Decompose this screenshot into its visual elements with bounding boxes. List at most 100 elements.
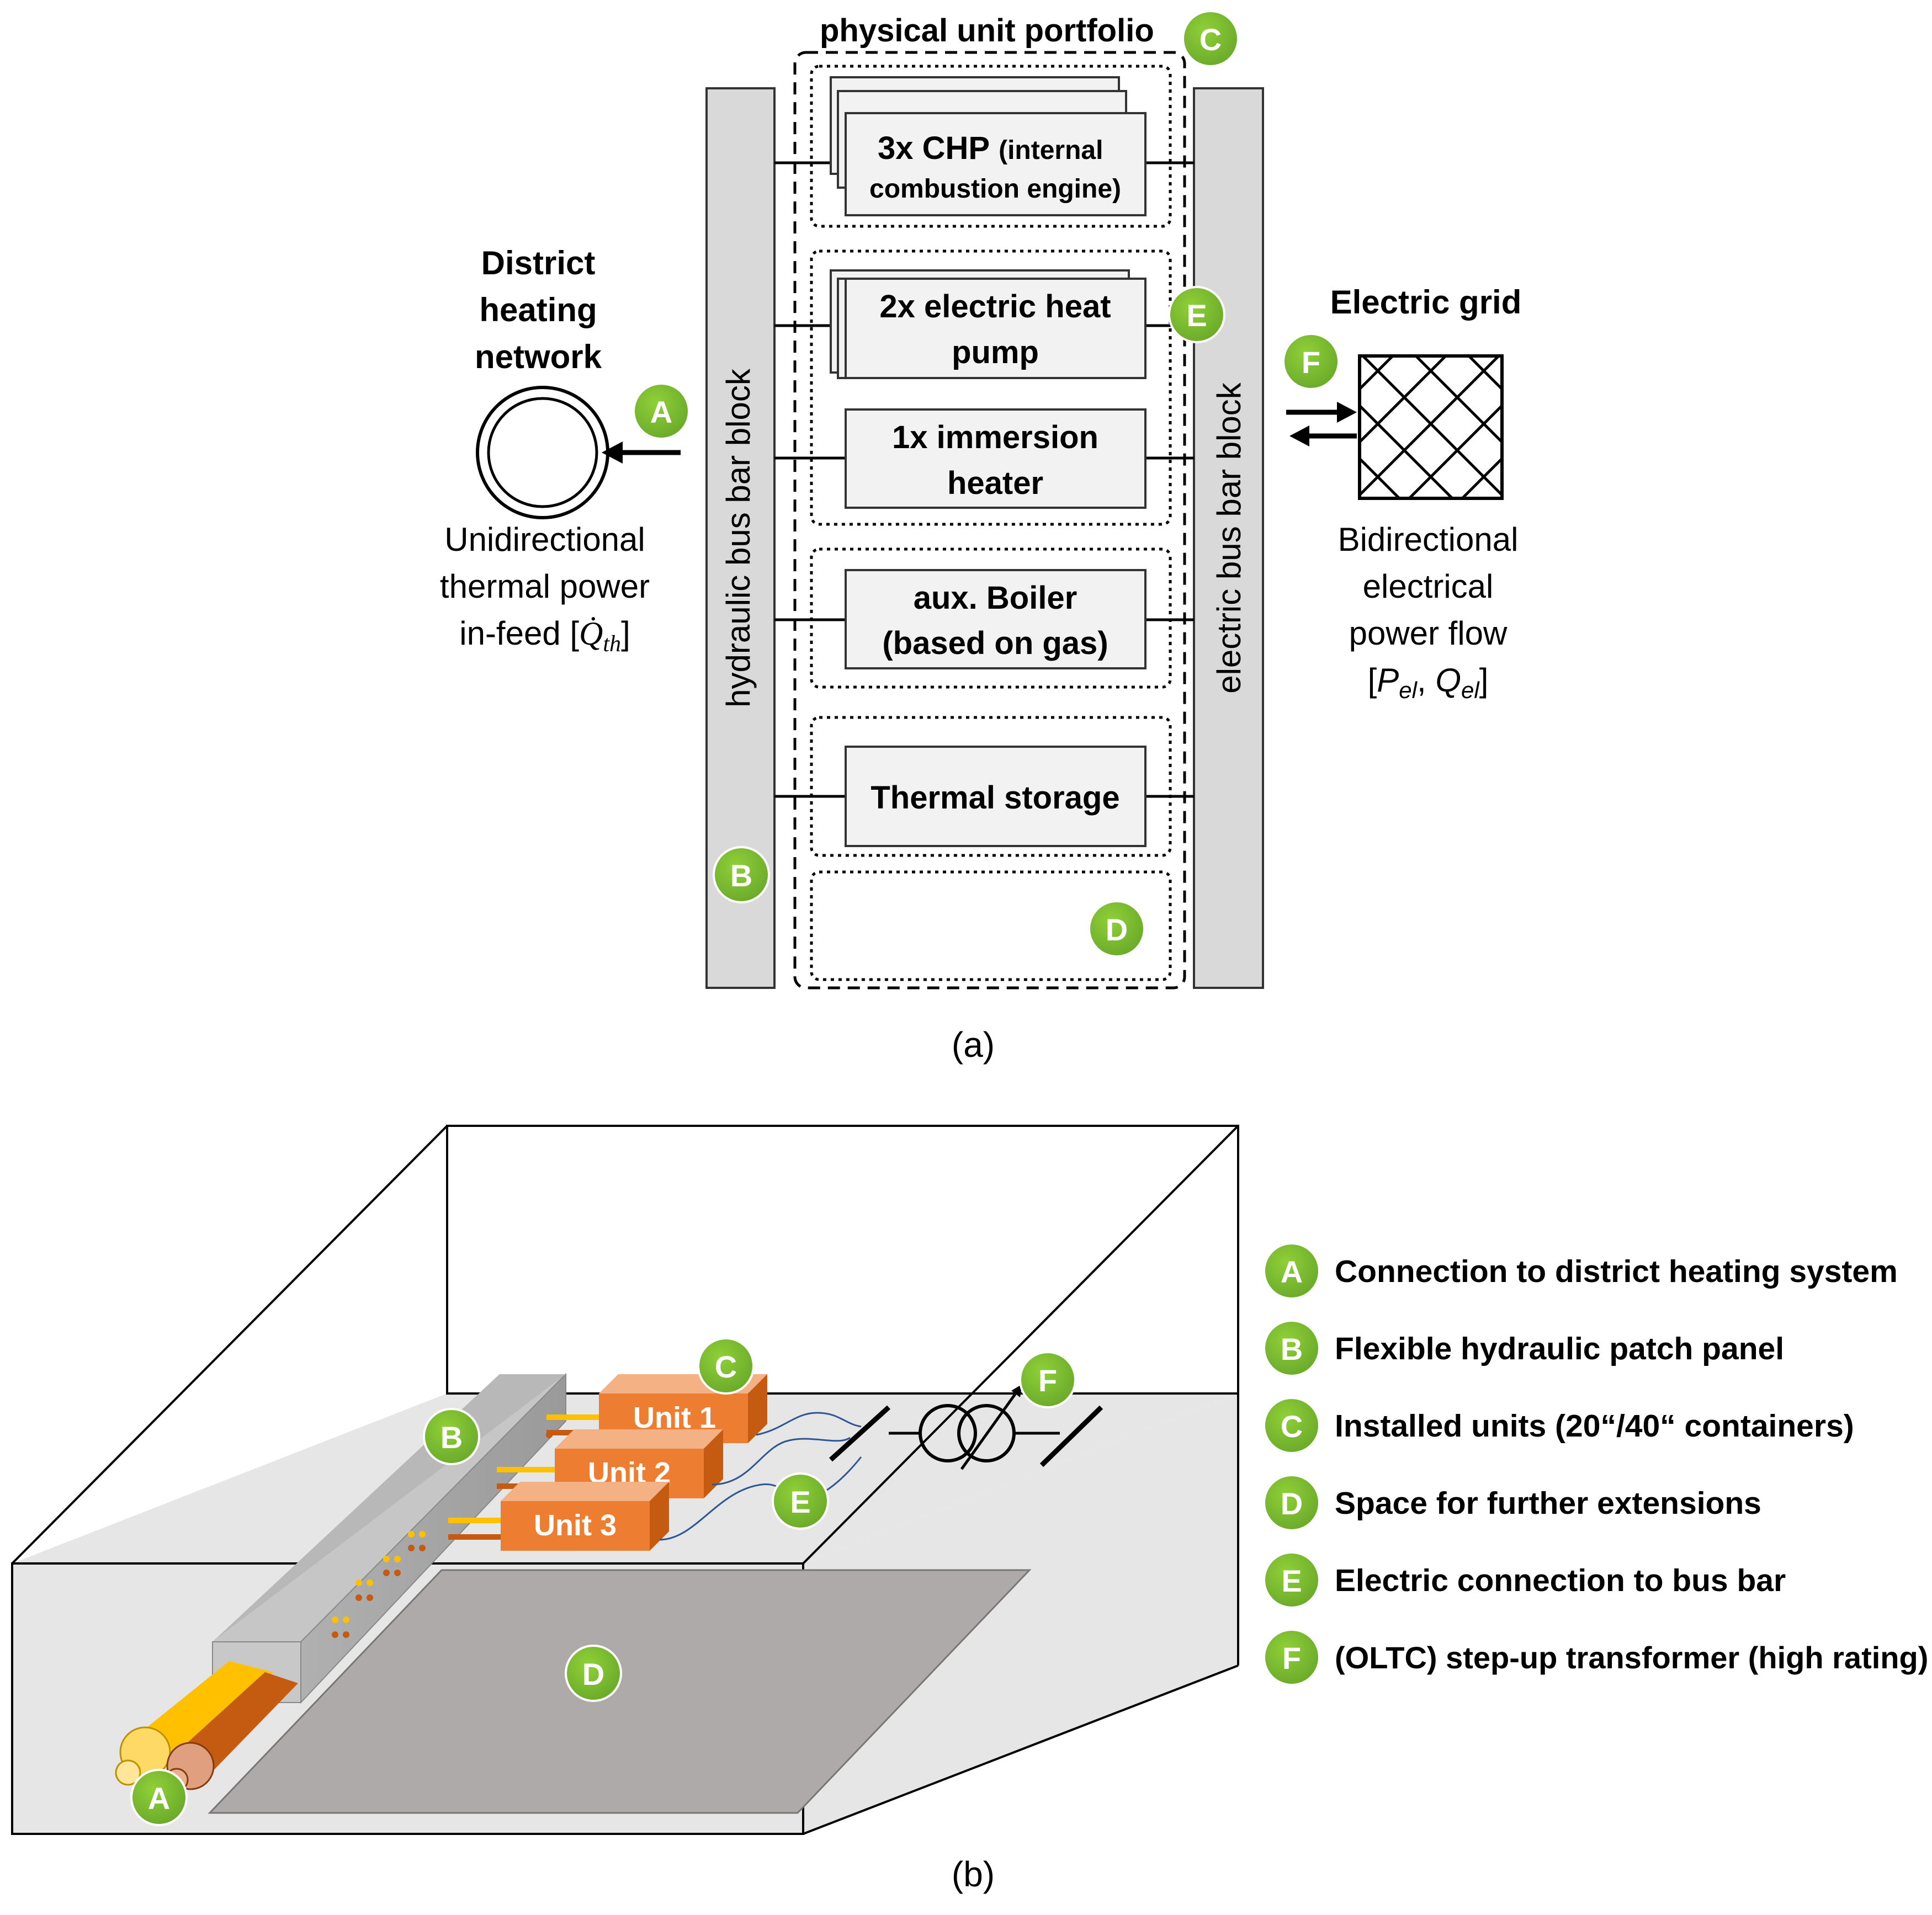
legend-text-d: Space for further extensions [1335, 1486, 1761, 1521]
dh-desc-3: in-feed [ [459, 615, 579, 652]
chp-title: 3x CHP [878, 130, 990, 166]
dh-title-3: network [475, 338, 602, 375]
dh-desc-end: ] [621, 615, 630, 652]
svg-text:A: A [650, 395, 672, 429]
grid-comma: , [1417, 662, 1435, 699]
svg-text:[Pel, Qel]: [Pel, Qel] [1368, 662, 1489, 703]
aux-boiler-box: aux. Boiler (based on gas) [845, 569, 1147, 669]
hydraulic-bus-bar-label: hydraulic bus bar block [720, 368, 757, 708]
unit-3-label: Unit 3 [534, 1509, 617, 1542]
grid-Q: Q [1435, 662, 1461, 699]
legend-text-a: Connection to district heating system [1335, 1254, 1898, 1289]
svg-text:F: F [1282, 1641, 1301, 1675]
badge-d-top: D [1088, 900, 1145, 958]
grid-desc-3: power flow [1349, 615, 1508, 652]
svg-text:B: B [440, 1420, 463, 1455]
svg-text:in-feed [Q̇th]: in-feed [Q̇th] [459, 615, 630, 657]
immersion-heater-box: 1x immersion heater [845, 408, 1147, 509]
unit-containers: Unit 1 Unit 2 Unit 3 [448, 1374, 767, 1551]
grid-P-sub: el [1399, 677, 1418, 703]
badge-e-bottom: E [772, 1472, 829, 1530]
badge-c-top: C [1182, 10, 1239, 67]
grid-import-arrow [1289, 425, 1309, 446]
chp-subtitle-2: combustion engine) [869, 174, 1121, 204]
caption-a: (a) [952, 1025, 995, 1065]
badge-f-bottom: F [1019, 1351, 1076, 1408]
boiler-label-2: (based on gas) [882, 625, 1108, 661]
unit-3: Unit 3 [448, 1482, 669, 1551]
badge-a-bottom: A [130, 1769, 188, 1826]
immersion-label-1: 1x immersion [892, 419, 1098, 455]
boiler-label-1: aux. Boiler [914, 580, 1078, 616]
svg-text:B: B [1281, 1332, 1303, 1366]
electric-bus-bar [1193, 87, 1264, 989]
svg-text:C: C [1199, 22, 1222, 57]
svg-text:A: A [148, 1781, 170, 1816]
electric-bus-bar-label: electric bus bar block [1211, 382, 1248, 694]
grid-P: P [1377, 662, 1399, 699]
grid-close: ] [1479, 662, 1489, 699]
legend-text-b: Flexible hydraulic patch panel [1335, 1331, 1784, 1366]
chp-subtitle-1: (internal [999, 136, 1103, 165]
grid-icon [1358, 354, 1504, 500]
svg-text:3x CHP(internal: 3x CHP (internal [878, 130, 1103, 166]
badge-e-top: E [1168, 286, 1225, 343]
grid-desc-1: Bidirectional [1338, 521, 1519, 558]
grid-desc-2: electrical [1363, 568, 1494, 605]
dh-title-2: heating [479, 291, 597, 328]
container-right-floor-strip [803, 1393, 1238, 1834]
svg-text:D: D [1281, 1486, 1303, 1521]
svg-text:C: C [715, 1349, 737, 1384]
svg-text:A: A [1281, 1254, 1303, 1289]
caption-b: (b) [952, 1854, 995, 1894]
legend-text-c: Installed units (20“/40“ containers) [1335, 1408, 1854, 1444]
svg-text:E: E [1281, 1563, 1302, 1598]
electric-grid: Electric grid Bidirectional electrical p… [1286, 284, 1521, 703]
legend: A Connection to district heating system B… [1263, 1242, 1928, 1686]
dh-symbol: Q̇ [579, 615, 603, 652]
unit-1-label: Unit 1 [633, 1401, 716, 1434]
dh-symbol-sub: th [603, 631, 621, 657]
slot-chp [810, 65, 1172, 228]
grid-open: [ [1368, 662, 1377, 699]
extension-space [208, 1569, 1032, 1814]
slot-electric [810, 249, 1172, 526]
district-heating: District heating network Unidirectional … [440, 244, 681, 657]
svg-text:E: E [1186, 298, 1207, 333]
dh-title-1: District [481, 244, 596, 281]
grid-export-arrow [1337, 402, 1357, 423]
dh-desc-1: Unidirectional [444, 521, 645, 558]
slot-storage [810, 716, 1172, 857]
immersion-label-2: heater [947, 465, 1043, 501]
svg-text:F: F [1038, 1363, 1057, 1398]
heat-pump-box: 2x electric heat pump [830, 269, 1147, 379]
svg-text:C: C [1281, 1409, 1303, 1444]
heat-pump-label-1: 2x electric heat [879, 289, 1111, 325]
transformer-icon [829, 1384, 1103, 1470]
svg-text:F: F [1302, 345, 1320, 380]
badge-b-bottom: B [423, 1408, 480, 1465]
patch-ports [332, 1432, 553, 1638]
thermal-storage-box: Thermal storage [845, 746, 1147, 847]
storage-label: Thermal storage [871, 780, 1119, 816]
svg-text:E: E [790, 1485, 810, 1519]
chp-unit-box: 3x CHP (internal combustion engine) [830, 76, 1147, 216]
dh-desc-2: thermal power [440, 568, 650, 605]
legend-item-d: D Space for further extensions [1263, 1474, 1761, 1531]
portfolio-title: physical unit portfolio [820, 13, 1154, 49]
badge-b-top: B [713, 846, 770, 903]
legend-item-a: A Connection to district heating system [1263, 1242, 1898, 1300]
svg-text:D: D [1106, 912, 1128, 947]
panel-b: Unit 1 Unit 2 Unit 3 [11, 1125, 1928, 1894]
badge-d-bottom: D [565, 1645, 622, 1702]
legend-item-c: C Installed units (20“/40“ containers) [1263, 1397, 1854, 1454]
legend-text-e: Electric connection to bus bar [1335, 1563, 1786, 1598]
badge-f-top: F [1282, 333, 1340, 390]
legend-text-f: (OLTC) step-up transformer (high rating) [1335, 1640, 1928, 1675]
portfolio-frame [793, 51, 1186, 990]
container-outline [11, 1125, 1239, 1835]
portfolio-slots [810, 65, 1172, 981]
svg-text:D: D [582, 1657, 604, 1691]
grid-title: Electric grid [1330, 284, 1522, 321]
